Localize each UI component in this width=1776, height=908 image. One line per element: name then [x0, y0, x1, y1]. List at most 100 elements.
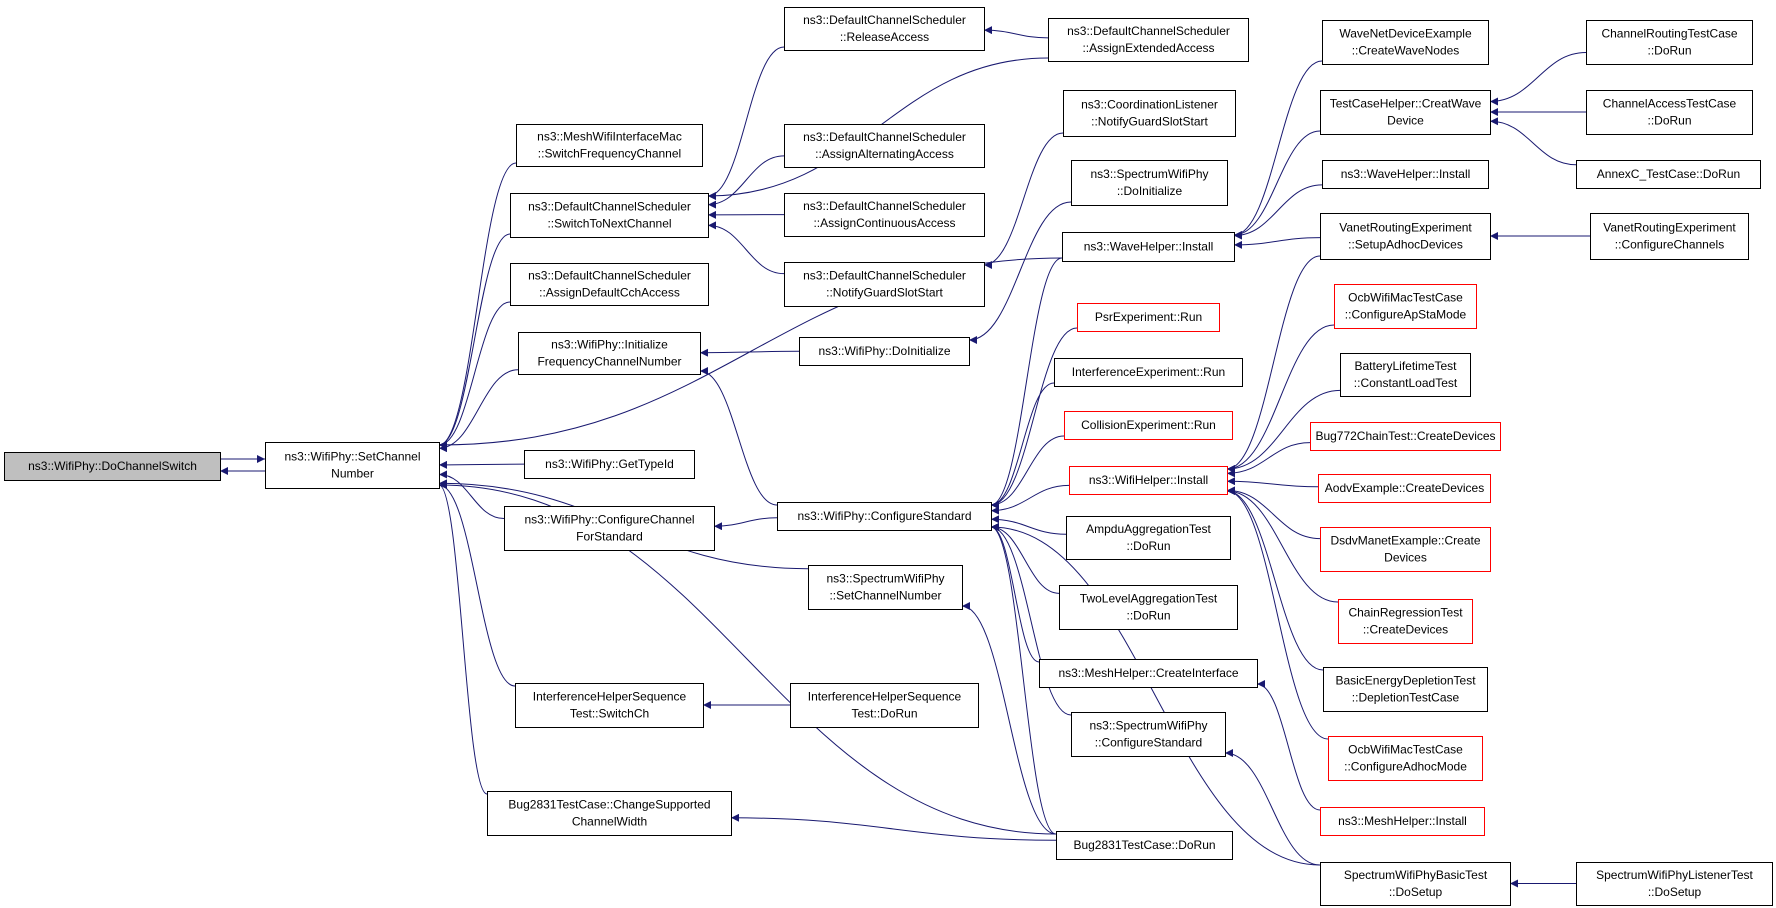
- graph-node-n1[interactable]: ns3::WifiPhy::SetChannelNumber: [265, 442, 440, 489]
- node-label-line: ns3::DefaultChannelScheduler: [803, 13, 966, 27]
- graph-node-n22[interactable]: ns3::WaveHelper::Install: [1062, 232, 1235, 262]
- node-label-line: ns3::DefaultChannelScheduler: [803, 130, 966, 144]
- node-box: [1048, 18, 1249, 62]
- graph-node-n28[interactable]: TwoLevelAggregationTest::DoRun: [1059, 585, 1238, 630]
- graph-node-n15[interactable]: ns3::DefaultChannelScheduler::NotifyGuar…: [784, 262, 985, 307]
- node-box: [1586, 90, 1753, 135]
- edge-n7-to-n1: [438, 470, 505, 520]
- graph-node-n21[interactable]: ns3::SpectrumWifiPhy::DoInitialize: [1071, 160, 1228, 206]
- edge-n40-to-n26: [1226, 486, 1321, 540]
- edge-n39-to-n26: [1226, 477, 1319, 488]
- edge-n25-to-n17: [990, 435, 1065, 509]
- node-label-line: ChannelWidth: [572, 815, 647, 829]
- node-label-line: DsdvManetExample::Create: [1330, 534, 1480, 548]
- graph-node-n6[interactable]: ns3::WifiPhy::GetTypeId: [524, 450, 695, 479]
- node-label-line: AodvExample::CreateDevices: [1325, 481, 1484, 495]
- node-label-line: ns3::WifiPhy::SetChannel: [284, 450, 420, 464]
- graph-node-n11[interactable]: ns3::DefaultChannelScheduler::ReleaseAcc…: [784, 7, 985, 51]
- node-box: [510, 193, 709, 238]
- graph-node-n35[interactable]: VanetRoutingExperiment::SetupAdhocDevice…: [1320, 213, 1491, 260]
- graph-node-n23[interactable]: PsrExperiment::Run: [1077, 303, 1220, 332]
- graph-node-n42[interactable]: BasicEnergyDepletionTest::DepletionTestC…: [1323, 667, 1488, 712]
- node-label-line: InterferenceExperiment::Run: [1072, 365, 1225, 379]
- graph-node-n3[interactable]: ns3::DefaultChannelScheduler::SwitchToNe…: [510, 193, 709, 238]
- node-box: [1320, 90, 1491, 135]
- edge-n4-to-n1: [438, 301, 511, 449]
- node-label-line: ::ConfigureStandard: [1095, 736, 1202, 750]
- edge-n19-to-n17: [990, 523, 1057, 835]
- node-box: [1320, 527, 1491, 572]
- node-label-line: ns3::DefaultChannelScheduler: [528, 269, 691, 283]
- node-box: [1077, 303, 1220, 332]
- edge-n23-to-n17: [990, 327, 1078, 509]
- graph-node-n24[interactable]: InterferenceExperiment::Run: [1054, 358, 1243, 387]
- node-box: [4, 452, 221, 481]
- graph-node-n32[interactable]: WaveNetDeviceExample::CreateWaveNodes: [1322, 20, 1489, 65]
- node-box: [1059, 585, 1238, 630]
- node-label-line: OcbWifiMacTestCase: [1348, 291, 1463, 305]
- graph-node-n45[interactable]: ChannelRoutingTestCase::DoRun: [1586, 20, 1753, 65]
- graph-node-n20[interactable]: ns3::CoordinationListener::NotifyGuardSl…: [1063, 90, 1236, 137]
- graph-node-n5[interactable]: ns3::WifiPhy::InitializeFrequencyChannel…: [518, 332, 701, 375]
- node-label-line: Bug2831TestCase::DoRun: [1073, 838, 1215, 852]
- node-box: [504, 506, 715, 551]
- node-box: [1586, 20, 1753, 65]
- graph-node-n2[interactable]: ns3::MeshWifiInterfaceMac::SwitchFrequen…: [516, 124, 703, 167]
- graph-node-n14[interactable]: ns3::DefaultChannelScheduler::AssignCont…: [784, 193, 985, 237]
- node-label-line: ns3::WifiPhy::ConfigureChannel: [524, 513, 694, 527]
- node-label-line: TestCaseHelper::CreatWave: [1330, 97, 1482, 111]
- graph-node-n46[interactable]: ChannelAccessTestCase::DoRun: [1586, 90, 1753, 135]
- graph-node-n37[interactable]: BatteryLifetimeTest::ConstantLoadTest: [1340, 353, 1471, 397]
- node-label-line: ChannelRoutingTestCase: [1601, 27, 1737, 41]
- graph-node-n8[interactable]: ns3::SpectrumWifiPhy::SetChannelNumber: [808, 565, 963, 610]
- node-label-line: ns3::DefaultChannelScheduler: [1067, 24, 1230, 38]
- graph-node-n48[interactable]: VanetRoutingExperiment::ConfigureChannel…: [1590, 213, 1749, 260]
- graph-node-n49[interactable]: SpectrumWifiPhyListenerTest::DoSetup: [1576, 862, 1773, 906]
- node-box: [1318, 474, 1491, 503]
- graph-node-n34[interactable]: ns3::WaveHelper::Install: [1322, 160, 1489, 189]
- graph-node-n40[interactable]: DsdvManetExample::CreateDevices: [1320, 527, 1491, 572]
- graph-node-n31[interactable]: ns3::MeshHelper::Install: [1320, 807, 1485, 836]
- node-label-line: ::ConstantLoadTest: [1354, 376, 1458, 390]
- graph-node-n26[interactable]: ns3::WifiHelper::Install: [1069, 466, 1228, 495]
- node-label-line: PsrExperiment::Run: [1095, 310, 1202, 324]
- graph-node-n13[interactable]: ns3::DefaultChannelScheduler::AssignAlte…: [784, 124, 985, 168]
- node-box: [1322, 160, 1489, 189]
- graph-node-n17[interactable]: ns3::WifiPhy::ConfigureStandard: [777, 502, 992, 531]
- graph-node-n43[interactable]: OcbWifiMacTestCase::ConfigureAdhocMode: [1328, 736, 1483, 781]
- node-box: [1066, 516, 1231, 560]
- graph-node-n38[interactable]: Bug772ChainTest::CreateDevices: [1310, 422, 1501, 451]
- graph-node-n7[interactable]: ns3::WifiPhy::ConfigureChannelForStandar…: [504, 506, 715, 551]
- node-label-line: ::DoInitialize: [1117, 184, 1183, 198]
- node-box: [808, 565, 963, 610]
- graph-node-n39[interactable]: AodvExample::CreateDevices: [1318, 474, 1491, 503]
- node-label-line: ::AssignAlternatingAccess: [815, 147, 954, 161]
- node-label-line: ns3::DefaultChannelScheduler: [803, 199, 966, 213]
- node-box: [1054, 358, 1243, 387]
- graph-node-n0[interactable]: ns3::WifiPhy::DoChannelSwitch: [4, 452, 221, 481]
- graph-node-n36[interactable]: OcbWifiMacTestCase::ConfigureApStaMode: [1334, 284, 1477, 329]
- graph-node-n19[interactable]: Bug2831TestCase::DoRun: [1056, 831, 1233, 860]
- graph-node-n16[interactable]: ns3::WifiPhy::DoInitialize: [799, 337, 970, 366]
- node-box: [1576, 160, 1761, 189]
- node-label-line: ::DoRun: [1647, 44, 1691, 58]
- graph-node-n30[interactable]: ns3::SpectrumWifiPhy::ConfigureStandard: [1071, 712, 1226, 757]
- graph-node-n29[interactable]: ns3::MeshHelper::CreateInterface: [1039, 659, 1258, 688]
- graph-node-n25[interactable]: CollisionExperiment::Run: [1064, 411, 1233, 440]
- node-label-line: ns3::WaveHelper::Install: [1341, 167, 1471, 181]
- node-box: [524, 450, 695, 479]
- graph-node-n47[interactable]: AnnexC_TestCase::DoRun: [1576, 160, 1761, 189]
- graph-node-n12[interactable]: ns3::DefaultChannelScheduler::AssignExte…: [1048, 18, 1249, 62]
- graph-node-n10[interactable]: Bug2831TestCase::ChangeSupportedChannelW…: [487, 791, 732, 836]
- graph-node-n41[interactable]: ChainRegressionTest::CreateDevices: [1338, 599, 1473, 644]
- edge-n19-to-n10: [730, 813, 1057, 841]
- graph-node-n27[interactable]: AmpduAggregationTest::DoRun: [1066, 516, 1231, 560]
- node-label-line: ::SwitchFrequencyChannel: [538, 147, 681, 161]
- edge-n41-to-n26: [1226, 487, 1339, 603]
- graph-node-n44[interactable]: SpectrumWifiPhyBasicTest::DoSetup: [1320, 862, 1511, 906]
- graph-node-n4[interactable]: ns3::DefaultChannelScheduler::AssignDefa…: [510, 263, 709, 306]
- node-box: [1323, 667, 1488, 712]
